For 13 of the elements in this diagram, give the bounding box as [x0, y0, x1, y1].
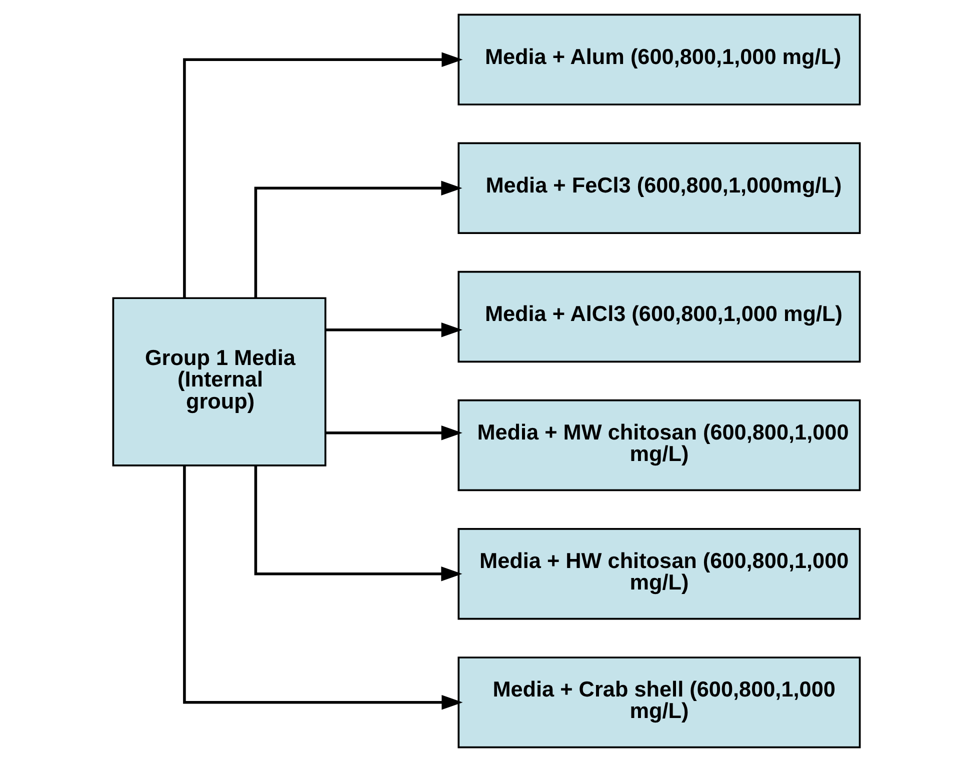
arrow	[325, 322, 462, 338]
arrow	[254, 465, 462, 582]
arrow	[182, 52, 462, 298]
node-box: Media + Crab shell (600,800,1,000 mg/L)	[457, 656, 860, 748]
node-box: Media + Alum (600,800,1,000 mg/L)	[457, 14, 860, 106]
node-box: Group 1 Media (Internal group)	[112, 297, 326, 466]
node-box: Media + HW chitosan (600,800,1,000 mg/L)	[457, 528, 860, 620]
arrow	[182, 466, 462, 710]
arrow	[254, 180, 462, 298]
arrow	[325, 426, 462, 440]
node-box: Media + FeCl3 (600,800,1,000mg/L)	[457, 142, 860, 234]
node-box: Media + AlCl3 (600,800,1,000 mg/L)	[457, 270, 860, 363]
node-box: Media + MW chitosan (600,800,1,000 mg/L)	[457, 399, 860, 492]
